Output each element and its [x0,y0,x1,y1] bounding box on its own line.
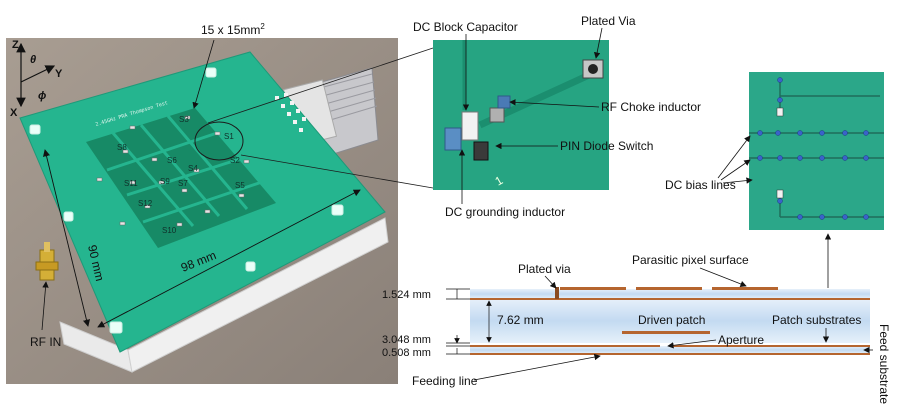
back-view-panel: DC bias lines [665,72,884,288]
zoom-leader [207,47,434,124]
feeding-line-label: Feeding line [412,374,478,388]
thickness-top-label: 1.524 mm [382,289,431,301]
axis-x-label: X [10,107,18,119]
parasitic-pixels [560,287,778,290]
dc-bias-lines-label: DC bias lines [665,178,736,192]
coordinate-axes: Z θ Y ϕ X [10,39,63,119]
thickness-dimensions [446,288,492,355]
switch-label: S5 [235,181,245,190]
pixel-size-label: 15 x 15mm2 [201,22,265,37]
switch-label: S6 [167,156,177,165]
feed-substrate-layer [470,346,870,354]
thickness-mid-label: 3.048 mm [382,334,431,346]
parasitic-pixel-surface-label: Parasitic pixel surface [632,253,749,267]
zoom-leader [240,154,434,189]
back-view-photo [749,72,884,230]
dc-grounding-inductor-label: DC grounding inductor [445,205,565,219]
switch-label: S12 [138,199,153,208]
zoom-panel: 1 DC Block Capacitor Plated Via RF Choke… [413,14,701,219]
switch-label: S1 [224,132,234,141]
width-dimension-arrow [97,189,361,328]
thickness-bottom-label: 0.508 mm [382,347,431,359]
switch-label: S10 [162,226,177,235]
photo-panel: 2.45GHz PRA Thompson Test [6,22,434,384]
axis-y-label: Y [55,68,63,80]
thickness-total-label: 7.62 mm [497,313,544,327]
plated-via-section-label: Plated via [518,262,571,276]
patch-substrates-label: Patch substrates [772,313,861,327]
aperture-label: Aperture [718,333,764,347]
plated-via-label: Plated Via [581,14,636,28]
dc-block-capacitor-label: DC Block Capacitor [413,20,518,34]
magnify-circle [194,121,244,161]
rf-in-label: RF IN [30,335,61,349]
axis-phi-label: ϕ [38,90,46,102]
switch-label: S3 [179,115,189,124]
switch-label: S9 [160,177,170,186]
patch-substrate-layer [470,299,870,343]
top-substrate-layer [470,289,870,299]
bias-line-vias [757,77,869,220]
switch-label: S2 [230,156,240,165]
feed-substrate-label: Feed substrate [877,324,891,404]
driven-patch [622,331,710,334]
switch-label: S11 [124,179,138,188]
cross-section-panel: 1.524 mm 7.62 mm 3.048 mm 0.508 mm Plate… [382,253,891,404]
axis-z-label: Z [12,39,19,51]
axis-theta-label: θ [30,54,36,66]
plated-via-section [555,287,559,299]
switch-label: S4 [188,164,198,173]
switch-label: S7 [178,179,188,188]
pin-diode-switch-label: PIN Diode Switch [560,139,653,153]
pin-header [275,93,306,132]
rf-choke-inductor-label: RF Choke inductor [601,100,701,114]
switch-label: S8 [117,143,127,152]
height-dimension-arrow [42,149,91,327]
driven-patch-label: Driven patch [638,313,705,327]
